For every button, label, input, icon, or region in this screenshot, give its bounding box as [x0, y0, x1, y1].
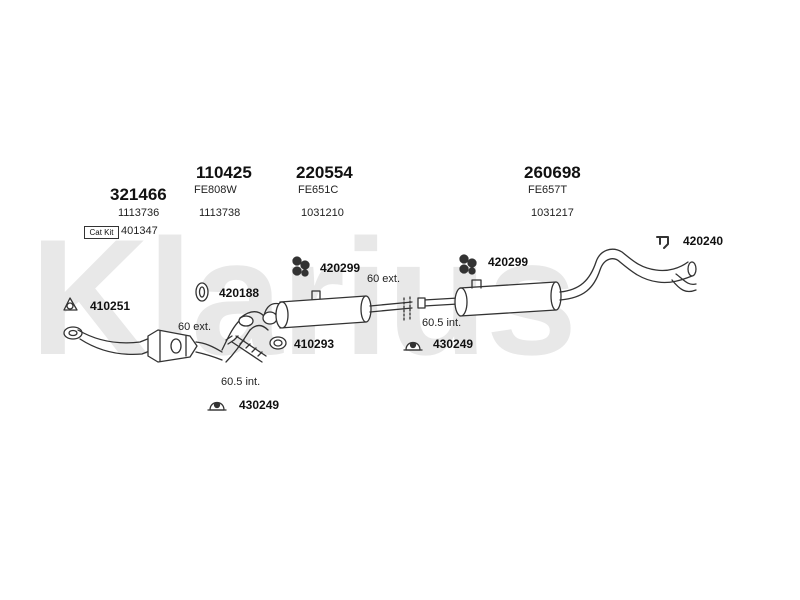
- mount-420299-right-drawing: [459, 254, 477, 275]
- part-ref-1031217: 1031217: [531, 207, 574, 219]
- part-number-220554: 220554: [296, 163, 353, 182]
- part-number-321466: 321466: [110, 185, 167, 204]
- part-ref-1031210: 1031210: [301, 207, 344, 219]
- part-number-260698: 260698: [524, 163, 581, 182]
- part-number-420240: 420240: [683, 234, 724, 248]
- part-number-430249-right: 430249: [433, 337, 474, 351]
- mount-430249-right-drawing: [403, 341, 423, 351]
- middle-silencer-drawing: [262, 290, 413, 329]
- mount-430249-left-drawing: [207, 401, 227, 411]
- note-ext-left: 60 ext.: [178, 321, 212, 333]
- part-number-110425: 110425: [196, 163, 252, 182]
- hanger-420240-drawing: [656, 236, 669, 249]
- note-ext-mid: 60 ext.: [367, 273, 401, 285]
- part-number-410293: 410293: [294, 337, 335, 351]
- flex-pipe-drawing: [221, 311, 271, 363]
- note-int-left: 60.5 int.: [221, 376, 261, 388]
- gasket-410293-drawing: [269, 336, 287, 350]
- part-number-420188: 420188: [219, 286, 260, 300]
- part-number-420299-left: 420299: [320, 261, 361, 275]
- joint-marker-mid: [403, 296, 411, 321]
- part-code-fe808w: FE808W: [194, 184, 237, 196]
- part-code-fe651c: FE651C: [298, 184, 339, 196]
- cat-kit-badge: Cat Kit: [84, 226, 119, 239]
- clamp-420188-drawing: [195, 282, 209, 302]
- part-number-420299-right: 420299: [488, 255, 529, 269]
- part-number-401347: 401347: [121, 225, 158, 237]
- mount-420299-left-drawing: [292, 256, 310, 277]
- joint-marker-left: [225, 335, 235, 345]
- front-pipe-drawing: [63, 326, 153, 356]
- catalytic-converter-drawing: [147, 329, 223, 363]
- part-number-410251: 410251: [90, 299, 131, 313]
- gasket-410251-drawing: [63, 297, 78, 311]
- part-ref-1113736: 1113736: [118, 207, 160, 219]
- note-int-mid: 60.5 int.: [422, 317, 462, 329]
- part-number-430249-left: 430249: [239, 398, 280, 412]
- rear-silencer-drawing: [417, 248, 697, 317]
- part-ref-1113738: 1113738: [199, 207, 241, 219]
- part-code-fe657t: FE657T: [528, 184, 568, 196]
